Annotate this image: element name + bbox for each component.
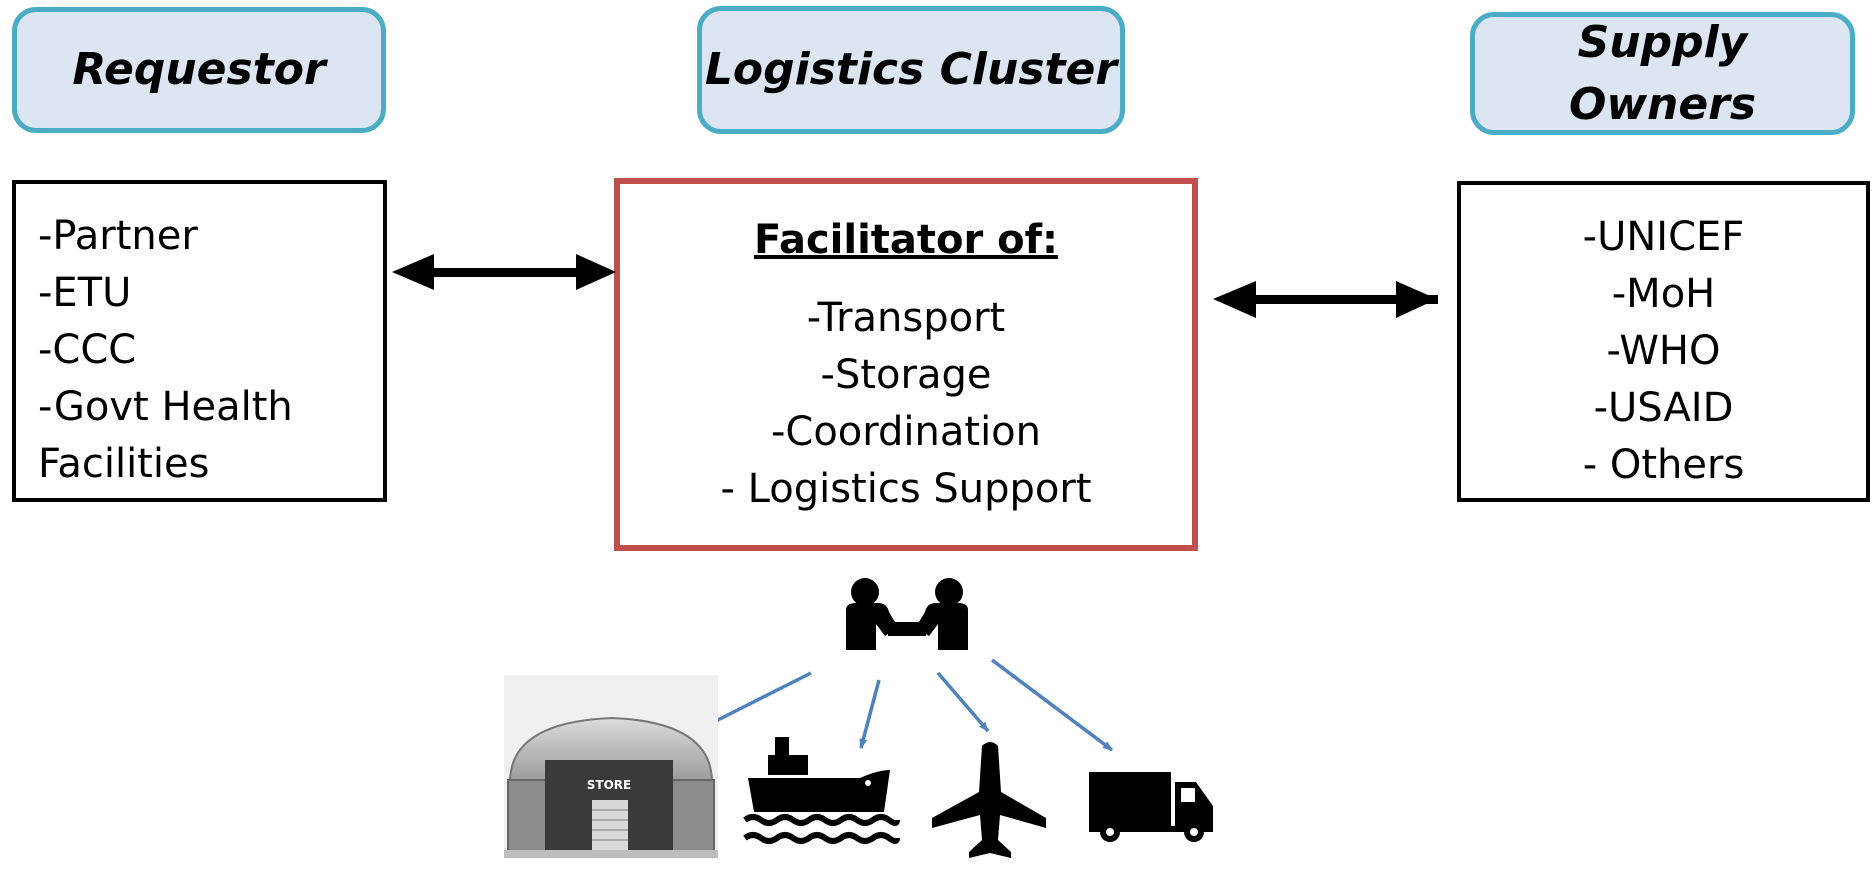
ship-icon	[743, 737, 900, 844]
airplane-icon	[932, 742, 1046, 858]
facilitator-supply-double-arrow	[1213, 281, 1438, 318]
requestor-item: -Govt Health	[38, 384, 293, 430]
warehouse-sign: STORE	[587, 778, 631, 792]
supply-owner-item: - Others	[1582, 442, 1745, 488]
requestor-item: -ETU	[38, 270, 132, 316]
arrow-to-ship	[859, 679, 881, 749]
requestor-header-label: Requestor	[72, 44, 326, 96]
supply-owner-item: -UNICEF	[1582, 214, 1745, 260]
supply-owners-header-line1: Supply	[1577, 16, 1748, 68]
supply-owners-list-box: -UNICEF -MoH -WHO -USAID - Others	[1457, 181, 1870, 502]
arrow-to-warehouse	[701, 671, 812, 730]
handshake-icon	[846, 578, 968, 650]
requestor-facilitator-double-arrow	[392, 254, 616, 290]
facilitator-title: Facilitator of:	[753, 217, 1059, 263]
facilitator-item: - Logistics Support	[720, 466, 1092, 512]
requestor-item: -CCC	[38, 327, 137, 373]
blue-arrows	[701, 658, 1114, 752]
facilitator-item: -Transport	[806, 295, 1006, 341]
requestor-item: -Partner	[38, 213, 198, 259]
requestor-list-box: -Partner -ETU -CCC -Govt Health Faciliti…	[12, 180, 387, 502]
facilitator-item: -Storage	[820, 352, 992, 398]
logistics-cluster-header-label: Logistics Cluster	[704, 44, 1118, 96]
arrow-to-airplane	[936, 671, 990, 733]
warehouse-icon: STORE	[504, 675, 718, 858]
supply-owner-item: -MoH	[1611, 271, 1716, 317]
logistics-cluster-header: Logistics Cluster	[697, 6, 1125, 134]
facilitator-box: Facilitator of: -Transport -Storage -Coo…	[614, 178, 1198, 551]
supply-owners-header: Supply Owners	[1470, 12, 1855, 135]
requestor-item: Facilities	[38, 441, 210, 487]
arrow-to-truck	[990, 658, 1114, 752]
supply-owners-header-line2: Owners	[1568, 78, 1757, 130]
supply-owner-item: -WHO	[1606, 328, 1721, 374]
facilitator-item: -Coordination	[770, 409, 1042, 455]
requestor-header: Requestor	[12, 7, 386, 133]
supply-owner-item: -USAID	[1593, 385, 1734, 431]
truck-icon	[1089, 772, 1213, 842]
